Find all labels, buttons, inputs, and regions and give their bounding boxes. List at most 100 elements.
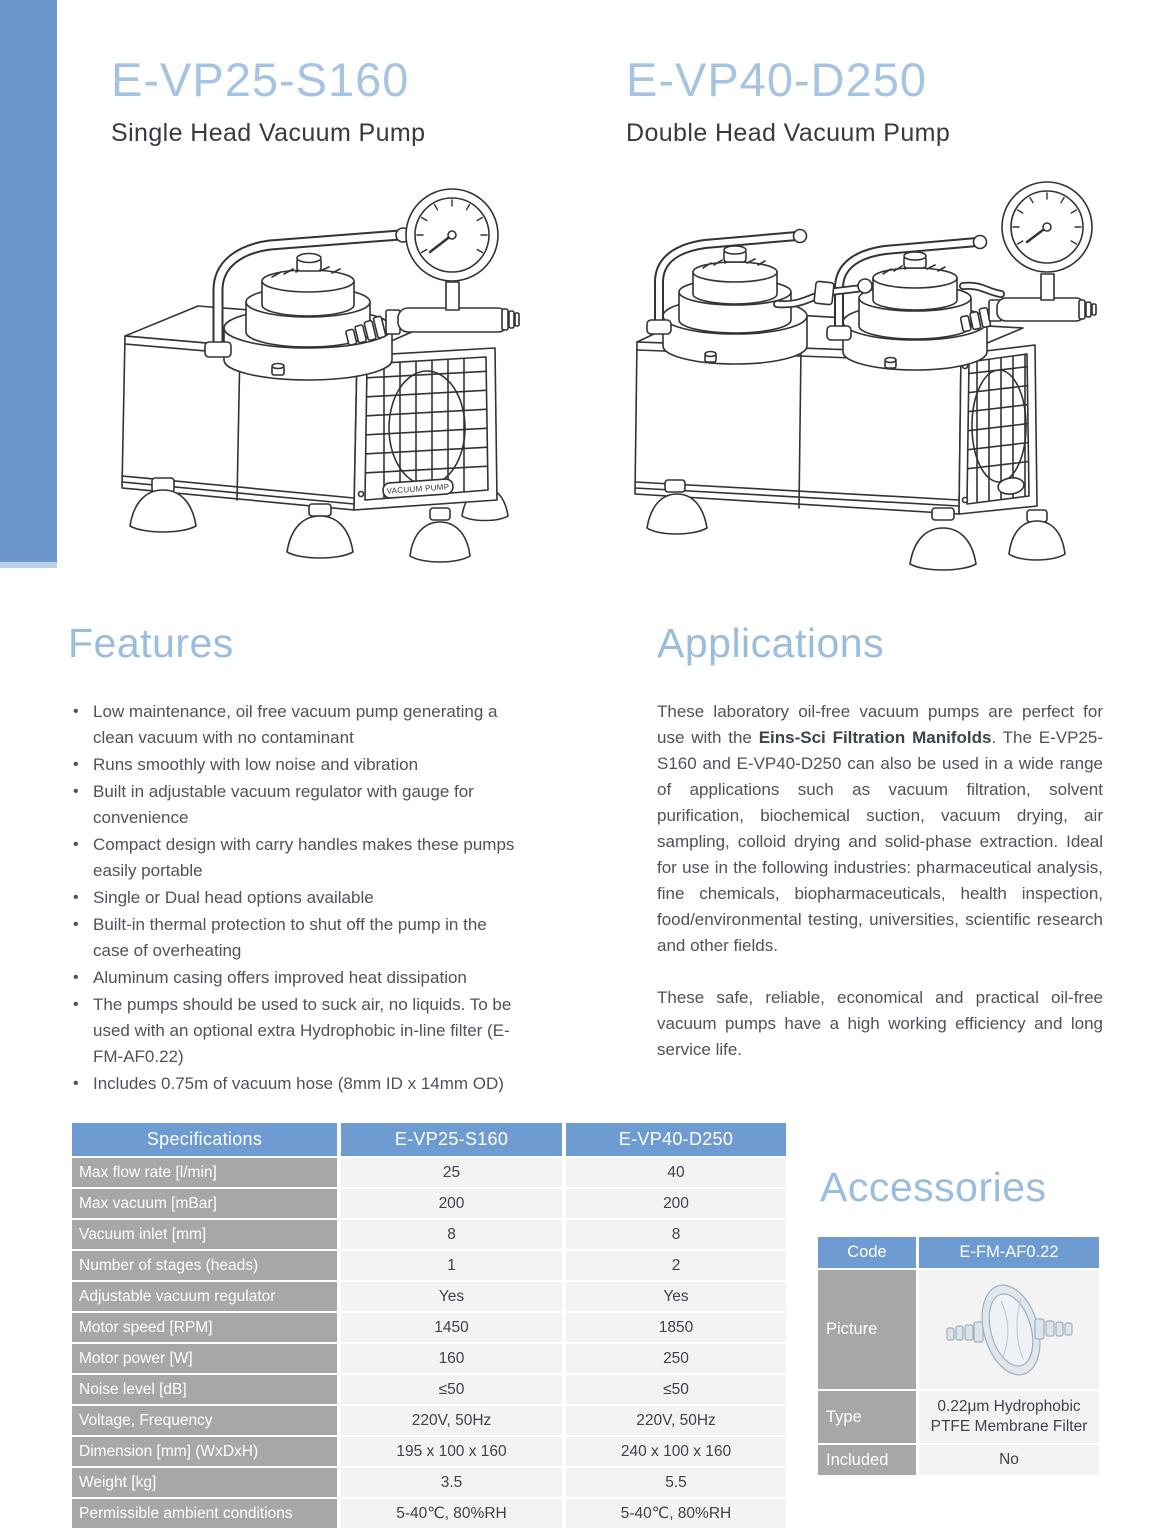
- spec-value-model-1: 5-40℃, 80%RH: [341, 1499, 562, 1528]
- spec-value-model-2: 2: [566, 1251, 786, 1280]
- spec-value-model-1: 160: [341, 1344, 562, 1373]
- pump-body: VACUUM PUMP: [121, 305, 498, 511]
- spec-row-label: Permissible ambient conditions: [72, 1499, 337, 1528]
- feature-item: • Includes 0.75m of vacuum hose (8mm ID x…: [68, 1071, 628, 1097]
- bullet-dot: •: [73, 889, 79, 906]
- feature-text: Low maintenance, oil free vacuum pump ge…: [93, 702, 498, 747]
- features-heading: Features: [68, 620, 234, 666]
- applications-paragraph-1: These laboratory oil-free vacuum pumps a…: [657, 699, 1103, 959]
- spec-row-label: Dimension [mm] (WxDxH): [72, 1437, 337, 1466]
- accessories-type-value: 0.22μm Hydrophobic PTFE Membrane Filter: [919, 1391, 1099, 1443]
- feature-item: • Aluminum casing offers improved heat di…: [68, 965, 628, 991]
- left-accent-bar: [0, 0, 57, 568]
- spec-value-model-1: 8: [341, 1220, 562, 1249]
- spec-value-model-2: 250: [566, 1344, 786, 1373]
- vacuum-pump-nameplate: VACUUM PUMP: [382, 478, 454, 499]
- paragraph-text: These laboratory oil-free vacuum pumps a…: [657, 702, 1103, 747]
- filter-right-barb: [1034, 1317, 1073, 1340]
- pump-head: [223, 252, 393, 381]
- spec-row-label: Weight [kg]: [72, 1468, 337, 1497]
- suction-feet: [646, 479, 1066, 571]
- connecting-tube: [773, 278, 873, 309]
- accessories-type-label: Type: [818, 1391, 916, 1443]
- product-subtitle-2: Double Head Vacuum Pump: [626, 119, 951, 147]
- spec-value-model-1: 25: [341, 1158, 562, 1187]
- feature-item: • Compact design with carry handles makes…: [68, 832, 628, 884]
- feature-text: The pumps should be used to suck air, no…: [93, 995, 512, 1066]
- spec-row-label: Noise level [dB]: [72, 1375, 337, 1404]
- feature-item: • Built in adjustable vacuum regulator wi…: [68, 779, 628, 831]
- accessories-table: Code E-FM-AF0.22 Picture: [818, 1237, 1099, 1475]
- spec-value-model-2: 5.5: [566, 1468, 786, 1497]
- spec-value-model-2: Yes: [566, 1282, 786, 1311]
- applications-section: Applications These laboratory oil-free v…: [657, 620, 1103, 1063]
- accessories-picture-cell: [919, 1270, 1099, 1389]
- accessories-code-header: Code: [818, 1237, 916, 1268]
- spec-value-model-2: ≤50: [566, 1375, 786, 1404]
- spec-row-label: Adjustable vacuum regulator: [72, 1282, 337, 1311]
- feature-text: Includes 0.75m of vacuum hose (8mm ID x …: [93, 1074, 504, 1093]
- spec-value-model-1: 200: [341, 1189, 562, 1218]
- features-list: • Low maintenance, oil free vacuum pump g…: [68, 699, 628, 1097]
- membrane-filter-image: [946, 1284, 1073, 1375]
- spec-value-model-2: 240 x 100 x 160: [566, 1437, 786, 1466]
- hose-connector: [959, 281, 1097, 333]
- feature-text: Built in adjustable vacuum regulator wit…: [93, 782, 474, 827]
- feature-text: Single or Dual head options available: [93, 888, 374, 907]
- spec-value-model-1: ≤50: [341, 1375, 562, 1404]
- spec-value-model-2: 200: [566, 1189, 786, 1218]
- bullet-dot: •: [73, 836, 79, 853]
- pressure-gauge-icon: [405, 188, 499, 311]
- spec-row-label: Motor power [W]: [72, 1344, 337, 1373]
- feature-text: Aluminum casing offers improved heat dis…: [93, 968, 467, 987]
- spec-table: Specifications E-VP25-S160 E-VP40-D250 M…: [72, 1123, 786, 1528]
- spec-header-model-2: E-VP40-D250: [566, 1123, 786, 1156]
- spec-value-model-1: 195 x 100 x 160: [341, 1437, 562, 1466]
- applications-paragraph-2: These safe, reliable, economical and pra…: [657, 988, 1103, 1059]
- spec-value-model-2: 5-40℃, 80%RH: [566, 1499, 786, 1528]
- bullet-dot: •: [73, 969, 79, 986]
- carry-handle-1: [646, 228, 808, 335]
- spec-value-model-2: 8: [566, 1220, 786, 1249]
- applications-heading: Applications: [657, 620, 885, 666]
- spec-header-specifications: Specifications: [72, 1123, 337, 1156]
- feature-item: • Low maintenance, oil free vacuum pump g…: [68, 699, 628, 751]
- feature-text: Compact design with carry handles makes …: [93, 835, 515, 880]
- spec-row-label: Voltage, Frequency: [72, 1406, 337, 1435]
- spec-value-model-1: 220V, 50Hz: [341, 1406, 562, 1435]
- filter-left-barb: [946, 1320, 984, 1343]
- features-section: Features • Low maintenance, oil free vacu…: [68, 620, 628, 1098]
- spec-value-model-1: 3.5: [341, 1468, 562, 1497]
- double-head-pump-illustration: [625, 178, 1100, 573]
- accessories-heading: Accessories: [820, 1164, 1047, 1210]
- bullet-dot: •: [73, 703, 79, 720]
- spec-header-model-1: E-VP25-S160: [341, 1123, 562, 1156]
- feature-item: • Single or Dual head options available: [68, 885, 628, 911]
- pump-head-2: [842, 251, 988, 371]
- spec-value-model-2: 40: [566, 1158, 786, 1187]
- paragraph-bold-text: Eins-Sci Filtration Manifolds: [758, 728, 992, 747]
- spec-value-model-1: 1450: [341, 1313, 562, 1342]
- product-subtitle-1: Single Head Vacuum Pump: [111, 119, 426, 147]
- spec-row-label: Number of stages (heads): [72, 1251, 337, 1280]
- bullet-dot: •: [73, 783, 79, 800]
- carry-handle: [204, 227, 411, 358]
- spec-row-label: Motor speed [RPM]: [72, 1313, 337, 1342]
- single-head-pump-illustration: VACUUM PUMP: [100, 178, 520, 573]
- feature-item: •The pumps should be used to suck air, n…: [68, 992, 628, 1070]
- accessories-included-label: Included: [818, 1445, 916, 1475]
- spec-row-label: Vacuum inlet [mm]: [72, 1220, 337, 1249]
- bullet-dot: •: [73, 916, 79, 933]
- double-head-pump-drawing: [634, 181, 1097, 571]
- feature-text: Runs smoothly with low noise and vibrati…: [93, 755, 419, 774]
- pressure-gauge-icon: [1001, 181, 1093, 301]
- bullet-dot: •: [73, 1075, 79, 1092]
- spec-value-model-1: 1: [341, 1251, 562, 1280]
- product-title-2: E-VP40-D250: [626, 53, 927, 106]
- spec-row-label: Max flow rate [l/min]: [72, 1158, 337, 1187]
- accessories-code-value: E-FM-AF0.22: [919, 1237, 1099, 1268]
- feature-text: Built-in thermal protection to shut off …: [93, 915, 487, 960]
- product-header-1: E-VP25-S160 Single Head Vacuum Pump: [111, 52, 425, 148]
- paragraph-text: . The E-VP25-S160 and E-VP40-D250 can al…: [657, 728, 1103, 955]
